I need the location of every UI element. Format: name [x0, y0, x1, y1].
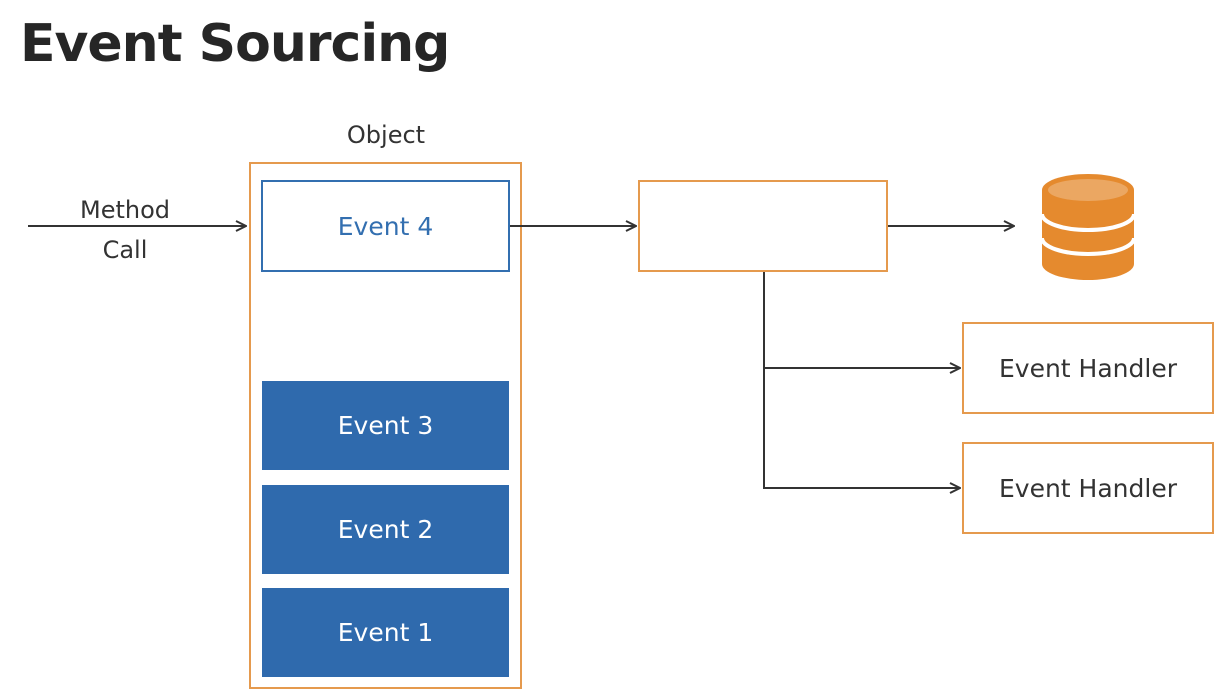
event-1-box: Event 1: [262, 588, 509, 677]
event-2-box: Event 2: [262, 485, 509, 574]
method-call-label-line2: Call: [102, 236, 148, 264]
method-call-label-line1: Method: [79, 196, 170, 224]
page-title: Event Sourcing: [20, 14, 450, 74]
object-label: Object: [346, 121, 426, 149]
event-4-box: Event 4: [261, 180, 510, 272]
method-call-label: Method Call: [40, 190, 210, 270]
event-handler-1-box: Event Handler: [962, 322, 1214, 414]
event-3-box: Event 3: [262, 381, 509, 470]
event-handler-2-box: Event Handler: [962, 442, 1214, 534]
event-store-box: [638, 180, 888, 272]
database-icon: [1040, 174, 1136, 280]
